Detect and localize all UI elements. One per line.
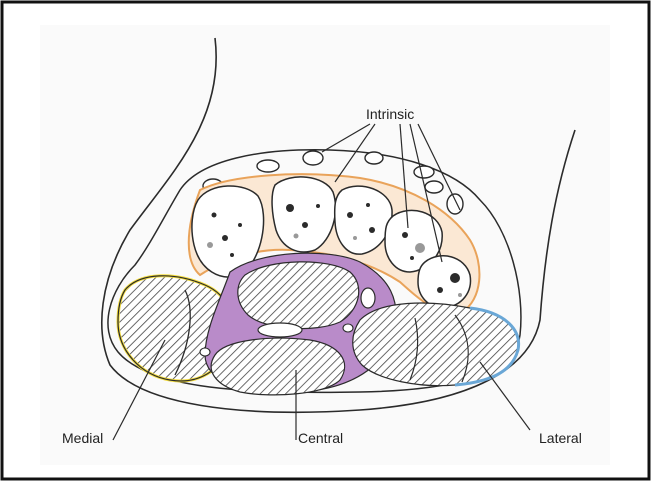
lateral-compartment xyxy=(353,303,519,386)
label-intrinsic: Intrinsic xyxy=(366,106,414,122)
central-muscle-upper xyxy=(238,262,359,329)
label-lateral: Lateral xyxy=(539,430,582,446)
label-central: Central xyxy=(298,430,343,446)
central-muscle-lower xyxy=(211,338,344,395)
label-medial: Medial xyxy=(62,430,103,446)
